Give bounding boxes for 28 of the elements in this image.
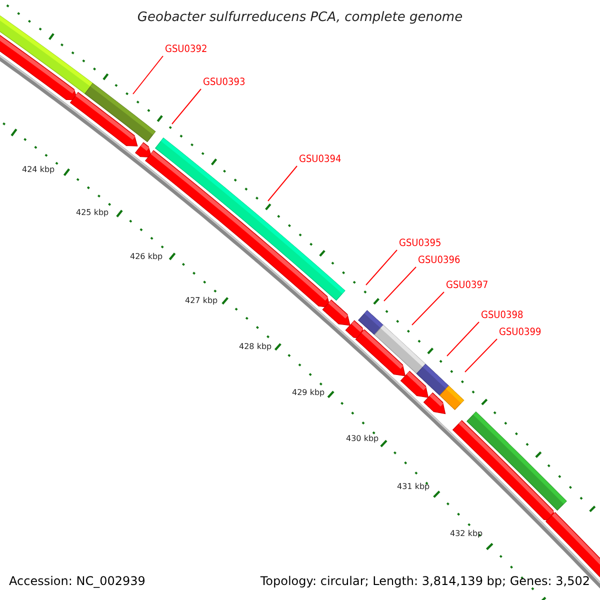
ruler-label: 432 kbp — [450, 530, 483, 538]
leader-line — [446, 322, 480, 356]
leader-line — [132, 56, 164, 94]
gene-label: GSU0397 — [446, 281, 488, 291]
ruler-label: 430 kbp — [346, 435, 379, 443]
genome-summary-text: Topology: circular; Length: 3,814,139 bp; Genes: 3,502 — [260, 575, 590, 587]
gene-label: GSU0393 — [203, 78, 246, 88]
leader-line — [172, 88, 202, 124]
ruler-label: 431 kbp — [397, 483, 430, 491]
leader-line — [366, 250, 398, 286]
accession-text: Accession: NC_002939 — [9, 575, 146, 587]
diagram-title: Geobacter sulfurreducens PCA, complete genome — [136, 11, 464, 24]
gene-label: GSU0396 — [418, 256, 460, 266]
gene-label: GSU0394 — [299, 155, 342, 165]
leader-line — [268, 166, 298, 202]
ruler-label: 426 kbp — [130, 253, 163, 261]
gene-label: GSU0398 — [481, 311, 524, 321]
ruler-label: 429 kbp — [292, 389, 325, 397]
ruler-label: 424 kbp — [22, 166, 55, 174]
gene-label: GSU0392 — [165, 45, 208, 55]
leader-line — [384, 266, 416, 302]
gene-label: GSU0395 — [399, 239, 442, 249]
ruler-label: 425 kbp — [76, 209, 109, 217]
ruler-label: 428 kbp — [239, 343, 272, 351]
ruler-label: 427 kbp — [185, 297, 218, 305]
leader-line — [412, 292, 444, 326]
gene-label: GSU0399 — [499, 328, 542, 338]
leader-line — [464, 338, 498, 372]
